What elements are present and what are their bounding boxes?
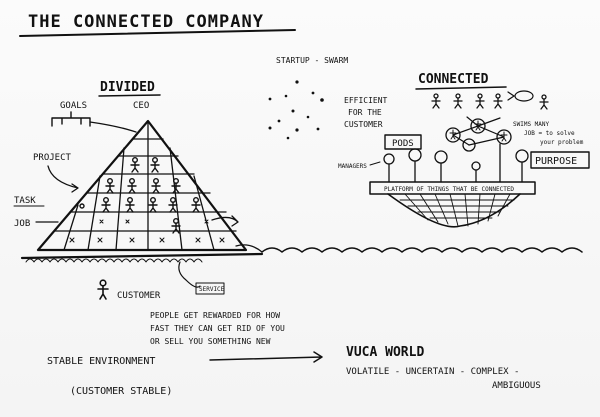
managers-arrow [369,161,381,166]
service-box [195,282,225,295]
divided-heading: DIVIDED [100,80,155,95]
divided-underline [98,94,161,97]
ground-strip [20,252,264,260]
platform-lattice [399,193,515,227]
goals-label: GOALS [60,101,87,111]
project-label: PROJECT [33,153,72,163]
node-people [449,120,508,142]
swarm-dots [268,80,324,140]
pod-lollipops [383,143,529,183]
connected-top-people [431,93,549,110]
person-icon [171,177,181,194]
ground-loops [25,258,203,263]
goals-arrow [89,121,137,133]
pods-box [384,134,422,150]
reward-note-line-1: PEOPLE GET REWARDED FOR HOW [150,311,280,320]
customer-stable-label: (CUSTOMER STABLE) [70,386,172,397]
person-icon [125,196,135,213]
pyramid-right-arrow [211,215,239,227]
person-icon [168,196,178,213]
page-title: THE CONNECTED COMPANY [28,12,264,32]
title-underline [19,29,296,37]
connected-heading: CONNECTED [418,72,489,87]
platform-lattice-outline [387,193,521,228]
person-icon [151,177,161,194]
project-arrow [47,165,79,193]
goals-bracket [51,111,91,127]
efficient-line-2: FOR THE [348,108,382,117]
person-icon [148,196,158,213]
vuca-world-label: VUCA WORLD [346,345,424,360]
service-label: SERVICE [199,286,225,293]
person-icon [475,93,485,109]
task-label: TASK [14,196,36,206]
person-icon [493,93,503,109]
service-link [178,261,201,288]
connected-nodes [445,118,512,152]
efficient-line-3: CUSTOMER [344,120,383,129]
job-definition-line-1: JOB = to solve [524,130,575,137]
connected-underline [415,86,507,90]
startup-swarm-label: STARTUP - SWARM [276,56,348,65]
job-label: JOB [14,219,30,229]
person-icon [105,177,115,194]
person-icon [191,196,201,213]
person-icon [453,93,463,109]
pyramid-grid [54,120,237,251]
pyramid-cross-marks [69,219,225,243]
pyramid-people [79,156,201,234]
swim-lanes-label: SWIMS MANY [513,121,550,128]
market-wave [261,247,583,253]
person-icon [127,177,137,194]
top-arrow [507,91,515,101]
person-icon [539,94,549,110]
vuca-definition: VOLATILE - UNCERTAIN - COMPLEX - [346,367,519,377]
pods-label: PODS [392,139,414,149]
pyramid-base-arrow [235,244,263,253]
efficient-line-1: EFFICIENT [344,96,388,105]
person-icon [130,156,140,173]
reward-note-line-2: FAST THEY CAN GET RID OF YOU [150,324,285,333]
stable-to-vuca-arrow [209,351,323,363]
platform-box [369,181,536,195]
vuca-ambiguous: AMBIGUOUS [492,381,541,391]
managers-label: MANAGERS [338,163,367,170]
top-node-oval [514,90,534,102]
customer-label: CUSTOMER [117,291,161,301]
person-icon [150,156,160,173]
reward-note-line-3: OR SELL YOU SOMETHING NEW [150,337,271,346]
person-icon [101,196,111,213]
customer-person-icon [97,279,109,300]
job-definition-line-2: your problem [540,139,584,146]
person-icon [431,93,441,109]
stable-environment-label: STABLE ENVIRONMENT [47,356,155,367]
ceo-label: CEO [133,101,149,111]
person-icon [171,217,181,234]
purpose-label: PURPOSE [535,156,577,167]
purpose-box [530,151,590,169]
platform-label: PLATFORM OF THINGS THAT BE CONNECTED [384,186,514,193]
